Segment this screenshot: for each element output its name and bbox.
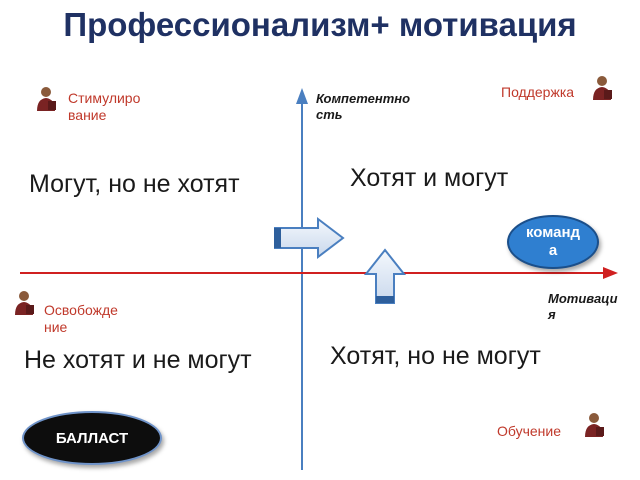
team-badge-label: команда <box>525 224 581 259</box>
quadrant-bottom-left-text: Не хотят и не могут <box>24 346 252 374</box>
ballast-badge-label: БАЛЛАСТ <box>55 429 129 447</box>
corner-label-support: Поддержка <box>501 84 575 100</box>
person-icon <box>15 291 34 315</box>
up-block-arrow <box>363 248 407 304</box>
vertical-axis-label: Компетентность <box>316 91 411 122</box>
corner-label-release: Освобождение <box>44 302 118 335</box>
person-icon <box>37 87 56 111</box>
page-title: Профессионализм+ мотивация <box>63 6 577 43</box>
horizontal-axis <box>20 267 618 279</box>
quadrant-bottom-right-text: Хотят, но не могут <box>330 342 541 370</box>
team-badge: команда <box>507 215 599 269</box>
corner-label-training: Обучение <box>497 423 562 439</box>
quadrant-top-right-text: Хотят и могут <box>350 164 509 192</box>
horizontal-axis-label: Мотивация <box>548 291 618 322</box>
corner-label-stimulation: Стимулирование <box>68 90 141 123</box>
vertical-axis <box>296 88 308 470</box>
quadrant-top-left-text: Могут, но не хотят <box>29 170 240 198</box>
person-icon <box>593 76 612 100</box>
person-icon <box>585 413 604 437</box>
ballast-badge: БАЛЛАСТ <box>22 411 162 465</box>
right-block-arrow <box>274 216 345 260</box>
